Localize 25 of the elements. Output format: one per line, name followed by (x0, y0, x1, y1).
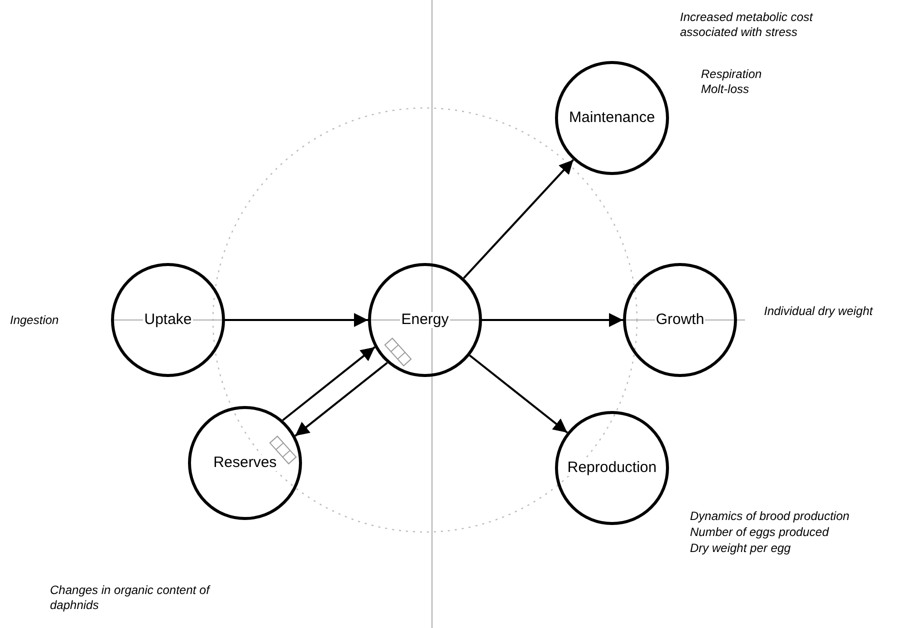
annotation-text: Number of eggs produced (690, 525, 830, 540)
node-label: Reserves (212, 454, 278, 472)
circle-node (188, 406, 302, 520)
arrow (482, 313, 623, 327)
circle-node (555, 411, 669, 525)
annotation-text: Individual dry weight (764, 304, 874, 319)
circle-node (111, 263, 225, 377)
arrow (294, 362, 388, 437)
annotation-text: Increased metabolic cost associated with stress (680, 10, 814, 40)
node-label: Reproduction (566, 460, 658, 476)
circle-node (368, 263, 482, 377)
annotation-text: Dry weight per egg (690, 541, 792, 556)
arrow (462, 159, 574, 279)
circle-node (623, 263, 737, 377)
circle-node (555, 61, 669, 175)
annotation-text: Molt-loss (701, 82, 750, 97)
node-label: Energy (400, 312, 450, 328)
annotation-text: Respiration (701, 67, 763, 82)
arrow (282, 346, 376, 422)
annotation-text: Changes in organic content of daphnids (50, 583, 212, 613)
arrow (469, 354, 568, 434)
annotation-text: Ingestion (10, 313, 60, 328)
annotation-text: Dynamics of brood production (690, 509, 850, 524)
node-label: Uptake (143, 312, 193, 328)
arrow (225, 313, 368, 327)
